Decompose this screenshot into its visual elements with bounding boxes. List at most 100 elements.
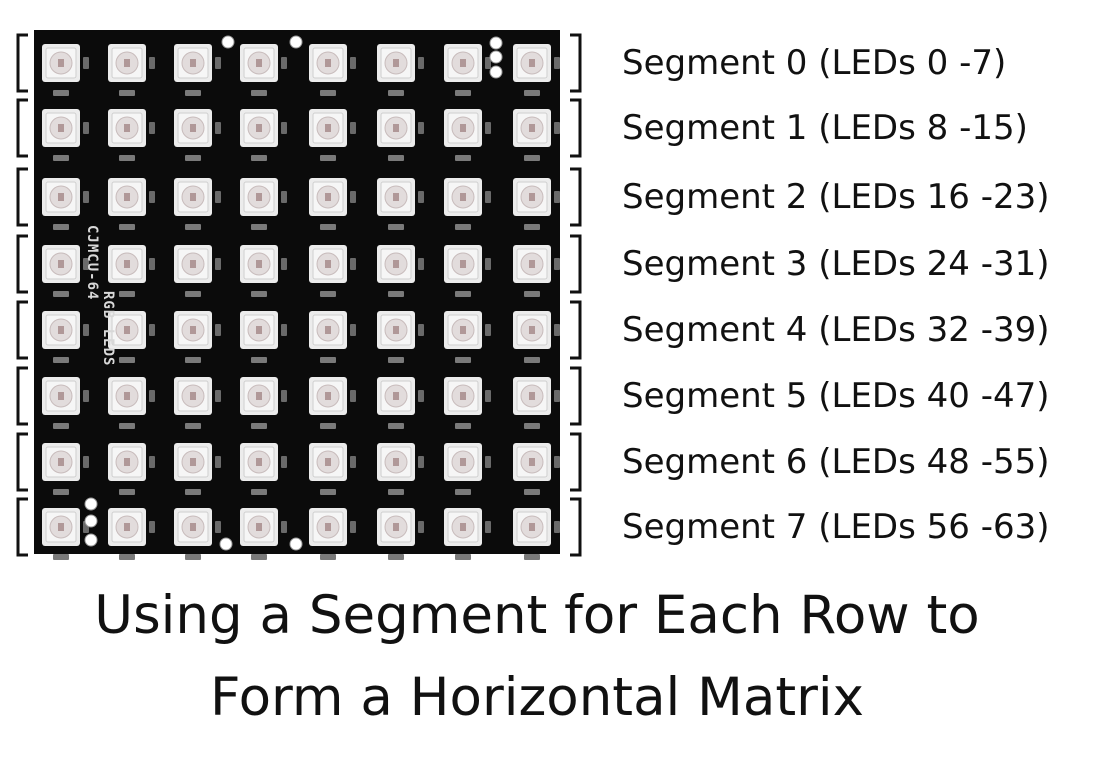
led-r5-c1	[108, 377, 155, 429]
led-r3-c7	[513, 245, 560, 297]
segment-label-5: Segment 5 (LEDs 40 -47)	[622, 376, 1050, 416]
silkscreen-line-1: CJMCU-64	[84, 225, 100, 300]
caption-line-2: Form a Horizontal Matrix	[209, 667, 864, 728]
led-r2-c4	[309, 178, 356, 230]
left-bracket-row-6	[16, 432, 28, 492]
led-r1-c3	[240, 109, 287, 161]
mounting-hole	[489, 50, 503, 64]
segment-label-1: Segment 1 (LEDs 8 -15)	[622, 108, 1028, 148]
mounting-hole	[84, 497, 98, 511]
mounting-hole	[489, 36, 503, 50]
led-r1-c1	[108, 109, 155, 161]
led-r6-c5	[377, 443, 424, 495]
led-r6-c6	[444, 443, 491, 495]
led-r6-c3	[240, 443, 287, 495]
led-r5-c4	[309, 377, 356, 429]
led-r1-c7	[513, 109, 560, 161]
led-r0-c6	[444, 44, 491, 96]
led-r7-c7	[513, 508, 560, 560]
left-bracket-row-5	[16, 366, 28, 426]
led-r3-c3	[240, 245, 287, 297]
led-r1-c6	[444, 109, 491, 161]
mounting-hole	[219, 537, 233, 551]
mounting-hole	[84, 514, 98, 528]
led-r2-c3	[240, 178, 287, 230]
led-r2-c1	[108, 178, 155, 230]
mounting-hole	[289, 537, 303, 551]
led-r0-c3	[240, 44, 287, 96]
led-r6-c2	[174, 443, 221, 495]
led-r7-c1	[108, 508, 155, 560]
led-r5-c5	[377, 377, 424, 429]
led-r7-c0	[42, 508, 89, 560]
led-r6-c7	[513, 443, 560, 495]
mounting-hole	[221, 35, 235, 49]
led-r7-c3	[240, 508, 287, 560]
right-bracket-row-1	[570, 98, 582, 158]
led-r4-c0	[42, 311, 89, 363]
mounting-holes	[84, 35, 503, 551]
led-r0-c5	[377, 44, 424, 96]
right-bracket-row-4	[570, 300, 582, 360]
board-silkscreen-text: CJMCU-64 RGB LEDS	[84, 225, 116, 366]
led-r2-c7	[513, 178, 560, 230]
mounting-hole	[84, 533, 98, 547]
led-r3-c6	[444, 245, 491, 297]
led-r2-c2	[174, 178, 221, 230]
right-bracket-row-5	[570, 366, 582, 426]
left-bracket-row-4	[16, 300, 28, 360]
segment-label-3: Segment 3 (LEDs 24 -31)	[622, 244, 1050, 284]
led-r1-c5	[377, 109, 424, 161]
right-bracket-row-6	[570, 432, 582, 492]
led-r4-c4	[309, 311, 356, 363]
led-r3-c2	[174, 245, 221, 297]
silkscreen-line-2: RGB LEDS	[100, 291, 116, 366]
left-bracket-row-2	[16, 167, 28, 227]
led-r3-c4	[309, 245, 356, 297]
led-r5-c0	[42, 377, 89, 429]
caption-line-1: Using a Segment for Each Row to	[94, 585, 980, 646]
led-r1-c4	[309, 109, 356, 161]
left-bracket-row-3	[16, 234, 28, 294]
led-r4-c3	[240, 311, 287, 363]
led-r4-c6	[444, 311, 491, 363]
led-r6-c4	[309, 443, 356, 495]
mounting-hole	[289, 35, 303, 49]
led-r7-c2	[174, 508, 221, 560]
led-r4-c1	[108, 311, 155, 363]
led-r2-c0	[42, 178, 89, 230]
led-r5-c2	[174, 377, 221, 429]
led-r7-c6	[444, 508, 491, 560]
led-r4-c2	[174, 311, 221, 363]
segment-label-6: Segment 6 (LEDs 48 -55)	[622, 442, 1050, 482]
segment-label-2: Segment 2 (LEDs 16 -23)	[622, 177, 1050, 217]
led-r1-c0	[42, 109, 89, 161]
led-r4-c5	[377, 311, 424, 363]
left-bracket-row-1	[16, 98, 28, 158]
led-r4-c7	[513, 311, 560, 363]
led-r7-c4	[309, 508, 356, 560]
left-bracket-row-7	[16, 497, 28, 557]
led-r5-c7	[513, 377, 560, 429]
row-brackets	[16, 33, 582, 557]
led-r0-c0	[42, 44, 89, 96]
led-r3-c5	[377, 245, 424, 297]
led-r2-c6	[444, 178, 491, 230]
led-r1-c2	[174, 109, 221, 161]
led-r0-c4	[309, 44, 356, 96]
segment-label-0: Segment 0 (LEDs 0 -7)	[622, 43, 1007, 83]
led-r3-c1	[108, 245, 155, 297]
led-r3-c0	[42, 245, 89, 297]
right-bracket-row-0	[570, 33, 582, 93]
led-r0-c2	[174, 44, 221, 96]
left-bracket-row-0	[16, 33, 28, 93]
led-r6-c0	[42, 443, 89, 495]
led-r5-c3	[240, 377, 287, 429]
led-r7-c5	[377, 508, 424, 560]
right-bracket-row-3	[570, 234, 582, 294]
segment-label-7: Segment 7 (LEDs 56 -63)	[622, 507, 1050, 547]
led-r2-c5	[377, 178, 424, 230]
led-grid	[42, 44, 560, 560]
led-r5-c6	[444, 377, 491, 429]
right-bracket-row-7	[570, 497, 582, 557]
